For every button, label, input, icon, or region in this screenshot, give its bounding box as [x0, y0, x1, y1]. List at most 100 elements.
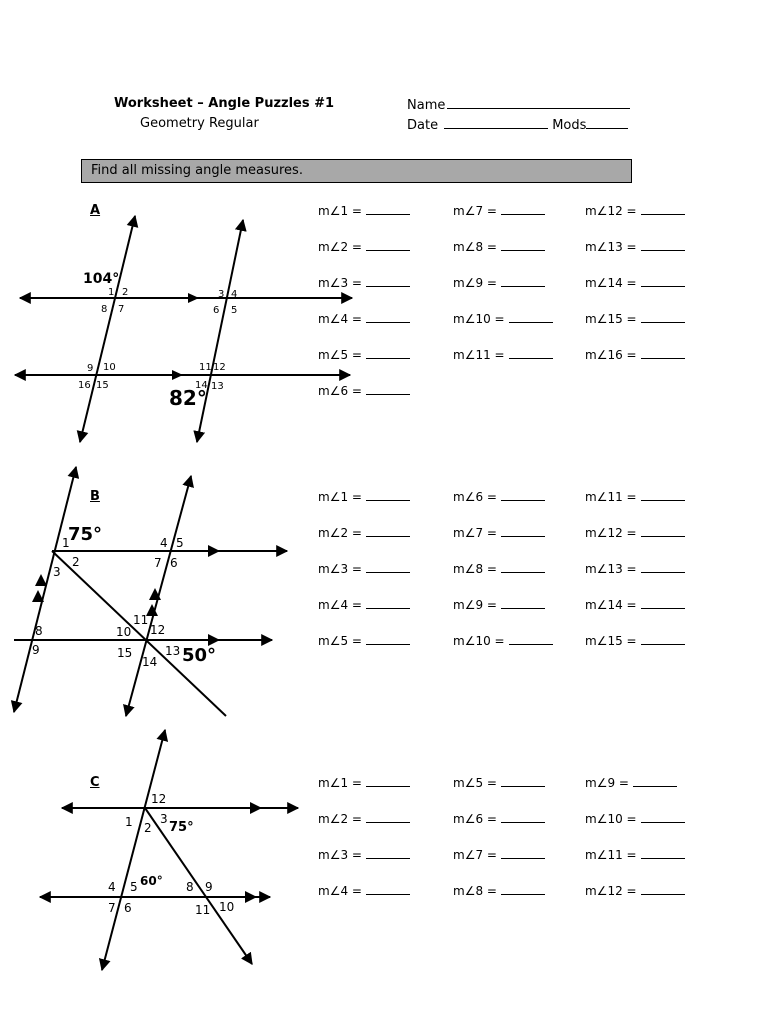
answer-b-7[interactable]: m∠7 = — [453, 525, 545, 540]
answer-c-1[interactable]: m∠1 = — [318, 775, 410, 790]
answer-blank[interactable] — [508, 311, 553, 323]
answer-b-2[interactable]: m∠2 = — [318, 525, 410, 540]
mods-blank[interactable] — [586, 116, 629, 129]
answer-c-9[interactable]: m∠9 = — [585, 775, 677, 790]
answer-blank[interactable] — [640, 239, 685, 251]
answer-c-8[interactable]: m∠8 = — [453, 883, 545, 898]
answer-blank[interactable] — [640, 275, 685, 287]
answer-a-13[interactable]: m∠13 = — [585, 239, 685, 254]
answer-blank[interactable] — [508, 633, 553, 645]
name-field[interactable]: Name — [407, 96, 631, 113]
answer-b-9[interactable]: m∠9 = — [453, 597, 545, 612]
answer-blank[interactable] — [640, 883, 685, 895]
answer-c-4[interactable]: m∠4 = — [318, 883, 410, 898]
answer-a-9[interactable]: m∠9 = — [453, 275, 545, 290]
answer-blank[interactable] — [365, 847, 410, 859]
answer-blank[interactable] — [365, 561, 410, 573]
answer-c-2[interactable]: m∠2 = — [318, 811, 410, 826]
answer-blank[interactable] — [500, 489, 545, 501]
answer-blank[interactable] — [640, 597, 685, 609]
answer-blank[interactable] — [500, 597, 545, 609]
answer-blank[interactable] — [500, 561, 545, 573]
answer-a-15[interactable]: m∠15 = — [585, 311, 685, 326]
answer-blank[interactable] — [640, 811, 685, 823]
answer-blank[interactable] — [640, 633, 685, 645]
answer-a-4[interactable]: m∠4 = — [318, 311, 410, 326]
answer-b-12[interactable]: m∠12 = — [585, 525, 685, 540]
answer-blank[interactable] — [500, 775, 545, 787]
answer-blank[interactable] — [640, 561, 685, 573]
answer-a-14[interactable]: m∠14 = — [585, 275, 685, 290]
answer-blank[interactable] — [365, 275, 410, 287]
answer-b-14[interactable]: m∠14 = — [585, 597, 685, 612]
answer-blank[interactable] — [508, 347, 553, 359]
section-a-label: A — [90, 203, 101, 218]
answer-b-5[interactable]: m∠5 = — [318, 633, 410, 648]
angle-a-2: 2 — [122, 287, 128, 298]
answer-b-1[interactable]: m∠1 = — [318, 489, 410, 504]
answer-blank[interactable] — [500, 275, 545, 287]
parallel-mark-b-bottom — [208, 634, 220, 646]
answer-c-10[interactable]: m∠10 = — [585, 811, 685, 826]
answer-blank[interactable] — [500, 883, 545, 895]
answer-blank[interactable] — [365, 883, 410, 895]
answer-blank[interactable] — [365, 811, 410, 823]
answer-b-3[interactable]: m∠3 = — [318, 561, 410, 576]
answer-b-4[interactable]: m∠4 = — [318, 597, 410, 612]
answer-label: m∠2 = — [318, 240, 362, 254]
answer-blank[interactable] — [500, 239, 545, 251]
answer-blank[interactable] — [365, 347, 410, 359]
answer-blank[interactable] — [365, 239, 410, 251]
answer-a-1[interactable]: m∠1 = — [318, 203, 410, 218]
answer-label: m∠2 = — [318, 812, 362, 826]
answer-a-5[interactable]: m∠5 = — [318, 347, 410, 362]
answer-blank[interactable] — [640, 311, 685, 323]
angle-c-12: 12 — [151, 792, 166, 806]
answer-blank[interactable] — [640, 489, 685, 501]
answer-b-10[interactable]: m∠10 = — [453, 633, 553, 648]
answer-label: m∠12 = — [585, 526, 637, 540]
answer-blank[interactable] — [632, 775, 677, 787]
answer-label: m∠6 = — [453, 812, 497, 826]
answer-blank[interactable] — [365, 633, 410, 645]
answer-blank[interactable] — [500, 203, 545, 215]
answer-c-5[interactable]: m∠5 = — [453, 775, 545, 790]
angle-b-11: 11 — [133, 613, 148, 627]
answer-blank[interactable] — [365, 383, 410, 395]
answer-b-11[interactable]: m∠11 = — [585, 489, 685, 504]
answer-a-10[interactable]: m∠10 = — [453, 311, 553, 326]
answer-a-16[interactable]: m∠16 = — [585, 347, 685, 362]
answer-c-7[interactable]: m∠7 = — [453, 847, 545, 862]
answer-a-7[interactable]: m∠7 = — [453, 203, 545, 218]
name-blank[interactable] — [447, 96, 631, 109]
answer-b-15[interactable]: m∠15 = — [585, 633, 685, 648]
answer-blank[interactable] — [365, 775, 410, 787]
answer-b-13[interactable]: m∠13 = — [585, 561, 685, 576]
answer-c-6[interactable]: m∠6 = — [453, 811, 545, 826]
answer-blank[interactable] — [640, 203, 685, 215]
date-blank[interactable] — [444, 116, 549, 129]
answer-blank[interactable] — [365, 489, 410, 501]
answer-c-11[interactable]: m∠11 = — [585, 847, 685, 862]
answer-a-12[interactable]: m∠12 = — [585, 203, 685, 218]
date-mods-field[interactable]: Date Mods — [407, 116, 629, 133]
answer-a-6[interactable]: m∠6 = — [318, 383, 410, 398]
answer-b-8[interactable]: m∠8 = — [453, 561, 545, 576]
answer-blank[interactable] — [365, 525, 410, 537]
answer-blank[interactable] — [500, 525, 545, 537]
answer-a-11[interactable]: m∠11 = — [453, 347, 553, 362]
answer-c-3[interactable]: m∠3 = — [318, 847, 410, 862]
answer-blank[interactable] — [640, 847, 685, 859]
answer-b-6[interactable]: m∠6 = — [453, 489, 545, 504]
answer-a-2[interactable]: m∠2 = — [318, 239, 410, 254]
answer-blank[interactable] — [500, 847, 545, 859]
answer-blank[interactable] — [640, 347, 685, 359]
answer-blank[interactable] — [640, 525, 685, 537]
answer-a-8[interactable]: m∠8 = — [453, 239, 545, 254]
answer-blank[interactable] — [365, 311, 410, 323]
answer-a-3[interactable]: m∠3 = — [318, 275, 410, 290]
answer-blank[interactable] — [500, 811, 545, 823]
answer-blank[interactable] — [365, 203, 410, 215]
answer-blank[interactable] — [365, 597, 410, 609]
answer-c-12[interactable]: m∠12 = — [585, 883, 685, 898]
